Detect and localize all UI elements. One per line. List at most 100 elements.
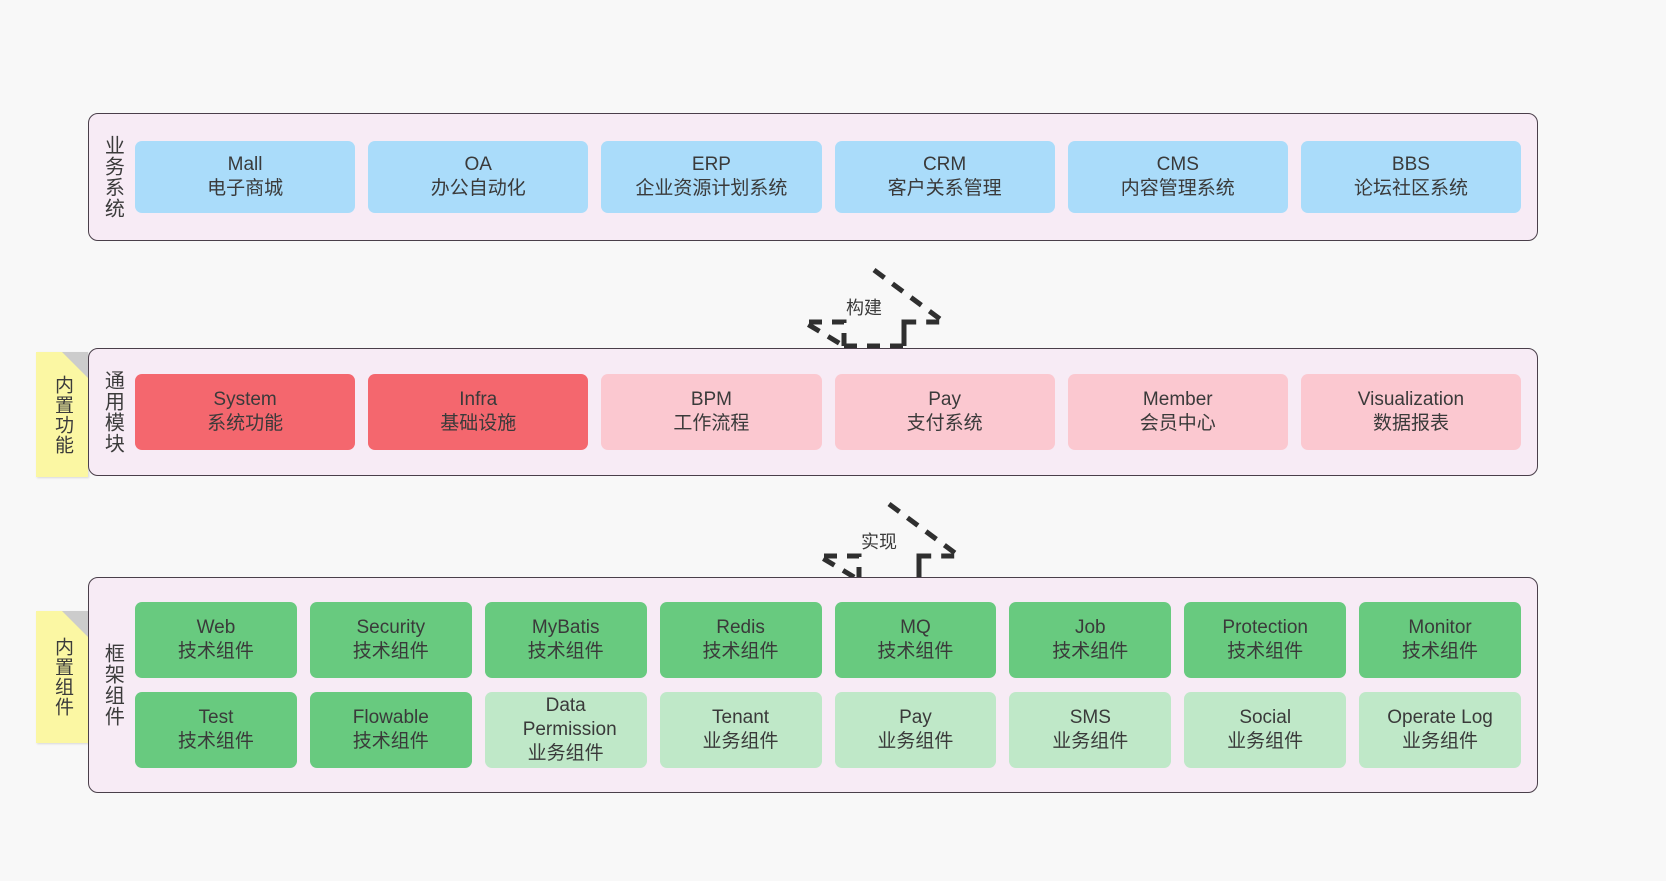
layer-row: Test 技术组件 Flowable 技术组件 Data Permission …	[135, 692, 1521, 768]
module-title: SMS	[1069, 706, 1111, 728]
layer-body-business-system: Mall 电子商城 OA 办公自动化 ERP 企业资源计划系统 CRM 客户关系…	[135, 114, 1537, 240]
module-subtitle: 技术组件	[1402, 641, 1479, 662]
module-title: MyBatis	[531, 616, 600, 638]
connector-build: 构建	[794, 266, 952, 351]
module-card-crm[interactable]: CRM 客户关系管理	[834, 141, 1055, 213]
module-subtitle: 业务组件	[1227, 731, 1304, 752]
module-title: CRM	[922, 153, 967, 175]
layer-label-common-module: 通用模块	[101, 370, 124, 454]
module-card-pay-component[interactable]: Pay 业务组件	[834, 692, 997, 768]
module-subtitle: 业务组件	[702, 731, 779, 752]
module-card-erp[interactable]: ERP 企业资源计划系统	[601, 141, 822, 213]
arrow-up-icon	[794, 267, 952, 351]
module-card-test[interactable]: Test 技术组件	[135, 692, 297, 768]
sticky-note-builtin-component: 内置组件	[36, 611, 88, 743]
module-title: System	[213, 388, 277, 410]
module-title: Security	[356, 616, 426, 638]
module-card-infra[interactable]: Infra 基础设施	[368, 374, 589, 450]
module-subtitle: 基础设施	[440, 413, 517, 434]
module-card-pay[interactable]: Pay 支付系统	[834, 374, 1055, 450]
module-title: Web	[196, 616, 236, 638]
module-title: Pay	[928, 388, 961, 410]
note-fold-icon	[62, 611, 88, 637]
module-title: Visualization	[1357, 388, 1465, 410]
layer-label-framework-component: 框架组件	[101, 643, 124, 727]
module-card-visualization[interactable]: Visualization 数据报表	[1300, 374, 1522, 450]
module-title: Test	[198, 706, 234, 728]
layer-body-framework-component: Web 技术组件 Security 技术组件 MyBatis 技术组件 Redi…	[135, 578, 1537, 792]
module-subtitle: 技术组件	[877, 641, 954, 662]
note-fold-icon	[62, 352, 88, 378]
module-subtitle: 会员中心	[1139, 413, 1216, 434]
module-subtitle: 技术组件	[702, 641, 779, 662]
layer-row: Web 技术组件 Security 技术组件 MyBatis 技术组件 Redi…	[135, 602, 1521, 678]
module-subtitle: 业务组件	[527, 743, 604, 765]
layer-common-module: 通用模块 System 系统功能 Infra 基础设施 BPM 工作流程 Pay…	[88, 348, 1538, 476]
module-title: Mall	[227, 153, 263, 175]
module-card-security[interactable]: Security 技术组件	[309, 602, 472, 678]
module-subtitle: 技术组件	[1052, 641, 1129, 662]
layer-row: Mall 电子商城 OA 办公自动化 ERP 企业资源计划系统 CRM 客户关系…	[135, 141, 1522, 213]
module-subtitle: 数据报表	[1372, 413, 1449, 434]
module-card-member[interactable]: Member 会员中心	[1067, 374, 1288, 450]
module-card-bbs[interactable]: BBS 论坛社区系统	[1300, 141, 1522, 213]
module-card-mybatis[interactable]: MyBatis 技术组件	[484, 602, 647, 678]
module-card-protection[interactable]: Protection 技术组件	[1184, 602, 1347, 678]
module-card-redis[interactable]: Redis 技术组件	[659, 602, 822, 678]
module-title: Data Permission	[522, 694, 617, 740]
module-card-mq[interactable]: MQ 技术组件	[834, 602, 997, 678]
module-subtitle: 业务组件	[877, 731, 954, 752]
module-subtitle: 电子商城	[207, 178, 284, 199]
module-subtitle: 业务组件	[1052, 731, 1129, 752]
module-subtitle: 工作流程	[673, 413, 750, 434]
module-title: BPM	[690, 388, 733, 410]
module-subtitle: 技术组件	[352, 641, 429, 662]
layer-label-business-system: 业务系统	[101, 135, 124, 219]
layer-row: System 系统功能 Infra 基础设施 BPM 工作流程 Pay 支付系统…	[135, 374, 1522, 450]
module-title: Flowable	[352, 706, 429, 728]
connector-implement: 实现	[809, 500, 967, 585]
module-card-oa[interactable]: OA 办公自动化	[368, 141, 589, 213]
module-card-bpm[interactable]: BPM 工作流程	[601, 374, 822, 450]
module-card-mall[interactable]: Mall 电子商城	[135, 141, 356, 213]
module-card-cms[interactable]: CMS 内容管理系统	[1067, 141, 1288, 213]
module-card-web[interactable]: Web 技术组件	[135, 602, 297, 678]
module-title: Member	[1142, 388, 1213, 410]
module-card-flowable[interactable]: Flowable 技术组件	[309, 692, 472, 768]
module-subtitle: 技术组件	[527, 641, 604, 662]
sticky-note-label: 内置功能	[52, 374, 74, 455]
module-title: Infra	[459, 388, 498, 410]
module-card-social[interactable]: Social 业务组件	[1184, 692, 1347, 768]
module-card-monitor[interactable]: Monitor 技术组件	[1359, 602, 1521, 678]
module-title: BBS	[1391, 153, 1430, 175]
module-subtitle: 系统功能	[207, 413, 284, 434]
module-title: Tenant	[712, 706, 770, 728]
module-subtitle: 技术组件	[352, 731, 429, 752]
module-card-sms[interactable]: SMS 业务组件	[1009, 692, 1172, 768]
module-title: Job	[1074, 616, 1106, 638]
module-card-tenant[interactable]: Tenant 业务组件	[659, 692, 822, 768]
layer-framework-component: 框架组件 Web 技术组件 Security 技术组件 MyBatis 技术组件…	[88, 577, 1538, 793]
connector-label-build: 构建	[846, 298, 882, 318]
module-title: MQ	[900, 616, 931, 638]
module-title: OA	[464, 153, 492, 175]
module-subtitle: 支付系统	[906, 413, 983, 434]
sticky-note-label: 内置组件	[52, 637, 74, 717]
module-subtitle: 论坛社区系统	[1353, 178, 1468, 199]
module-card-operate-log[interactable]: Operate Log 业务组件	[1359, 692, 1521, 768]
module-title: Redis	[716, 616, 765, 638]
module-title: Operate Log	[1387, 706, 1493, 728]
module-card-job[interactable]: Job 技术组件	[1009, 602, 1172, 678]
sticky-note-builtin-function: 内置功能	[36, 352, 88, 477]
module-title: Protection	[1222, 616, 1308, 638]
module-subtitle: 业务组件	[1402, 731, 1479, 752]
layer-body-common-module: System 系统功能 Infra 基础设施 BPM 工作流程 Pay 支付系统…	[135, 349, 1537, 475]
layer-business-system: 业务系统 Mall 电子商城 OA 办公自动化 ERP 企业资源计划系统 CRM…	[88, 113, 1538, 241]
module-subtitle: 内容管理系统	[1120, 178, 1235, 199]
module-card-system[interactable]: System 系统功能	[135, 374, 356, 450]
module-card-data-permission[interactable]: Data Permission 业务组件	[484, 692, 647, 768]
module-subtitle: 企业资源计划系统	[635, 178, 788, 199]
module-title: ERP	[691, 153, 731, 175]
module-subtitle: 技术组件	[1227, 641, 1304, 662]
